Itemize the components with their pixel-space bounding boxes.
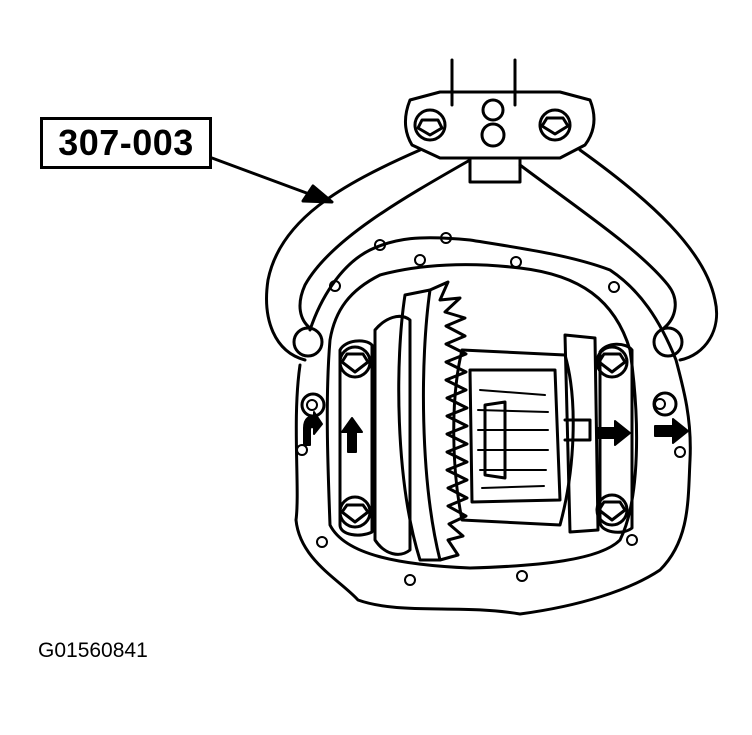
ring-gear-teeth bbox=[428, 280, 469, 562]
housing-bolt bbox=[674, 446, 686, 458]
plate-bolt-center bbox=[480, 122, 506, 148]
differential-case bbox=[373, 314, 600, 556]
spreader-top-plate bbox=[404, 90, 596, 184]
left-inner-arrow bbox=[341, 417, 363, 453]
right-inner-arrow bbox=[596, 420, 631, 446]
housing-bolt bbox=[306, 399, 318, 411]
tool-number-callout: 307-003 bbox=[40, 117, 212, 169]
center-screw-block bbox=[468, 158, 522, 184]
housing-bolt bbox=[414, 254, 426, 266]
housing-bolt bbox=[404, 574, 416, 586]
ring-gear-body bbox=[397, 288, 442, 562]
spreader-right-arm-inner bbox=[518, 163, 677, 330]
spreader-left-arm-outer bbox=[265, 148, 422, 362]
right-bearing-cap bbox=[598, 342, 634, 534]
left-case-flange bbox=[373, 314, 412, 556]
right-outer-arrow bbox=[654, 418, 689, 444]
plate-bolt-left bbox=[413, 108, 447, 142]
bearing-caps bbox=[338, 339, 634, 537]
housing-bolt bbox=[296, 444, 308, 456]
right-carrier-body bbox=[563, 333, 600, 534]
housing-bolt bbox=[374, 239, 386, 251]
cap-bolt-upper-right bbox=[595, 345, 629, 379]
case-window bbox=[452, 348, 575, 527]
housing-bolt bbox=[626, 534, 638, 546]
figure-id: G01560841 bbox=[38, 639, 148, 662]
spreader-tool-arms bbox=[265, 148, 718, 362]
cap-bolt-hex bbox=[597, 500, 627, 522]
callout-leader bbox=[210, 156, 334, 204]
housing-bolts bbox=[296, 232, 686, 586]
cap-bolt-hex bbox=[597, 352, 627, 374]
ring-gear bbox=[397, 280, 469, 562]
spreader-left-arm-inner bbox=[298, 158, 472, 330]
housing-bolt bbox=[440, 232, 452, 244]
callout-leader-line bbox=[210, 156, 322, 200]
plate-bolt-left-hex bbox=[416, 118, 444, 137]
cap-bolt-lower-left bbox=[338, 495, 372, 529]
housing-bolt bbox=[316, 536, 328, 548]
spreader-right-arm-outer bbox=[578, 148, 718, 362]
left-hook-end bbox=[292, 326, 324, 358]
housing-outline bbox=[294, 236, 692, 616]
right-carrier-notch bbox=[563, 418, 592, 442]
tool-number-label: 307-003 bbox=[58, 122, 194, 163]
movement-arrows bbox=[303, 411, 689, 453]
housing-bolt bbox=[608, 281, 620, 293]
cap-bolt-upper-left bbox=[338, 345, 372, 379]
side-gear-teeth bbox=[477, 389, 549, 489]
spreader-shafts bbox=[450, 58, 517, 107]
left-bearing-cap bbox=[338, 339, 374, 537]
plate-bolt-right-hex bbox=[540, 116, 570, 136]
left-outer-arrow bbox=[303, 411, 323, 446]
housing-bolt bbox=[510, 256, 522, 268]
housing-bolt bbox=[654, 398, 666, 410]
housing-bolt bbox=[516, 570, 528, 582]
right-side-bore bbox=[652, 391, 678, 417]
callout-arrowhead bbox=[301, 184, 334, 204]
top-plate-outline bbox=[404, 90, 596, 160]
case-window-inner bbox=[468, 368, 562, 504]
spider-gear bbox=[483, 400, 507, 480]
cap-bolt-hex bbox=[340, 352, 370, 374]
cap-bolt-hex bbox=[340, 503, 370, 524]
right-hook-end bbox=[652, 326, 684, 358]
plate-bolt-top bbox=[481, 98, 505, 122]
plate-bolt-right bbox=[538, 108, 572, 142]
housing-bolt bbox=[329, 280, 341, 292]
cap-bolts bbox=[338, 345, 629, 529]
